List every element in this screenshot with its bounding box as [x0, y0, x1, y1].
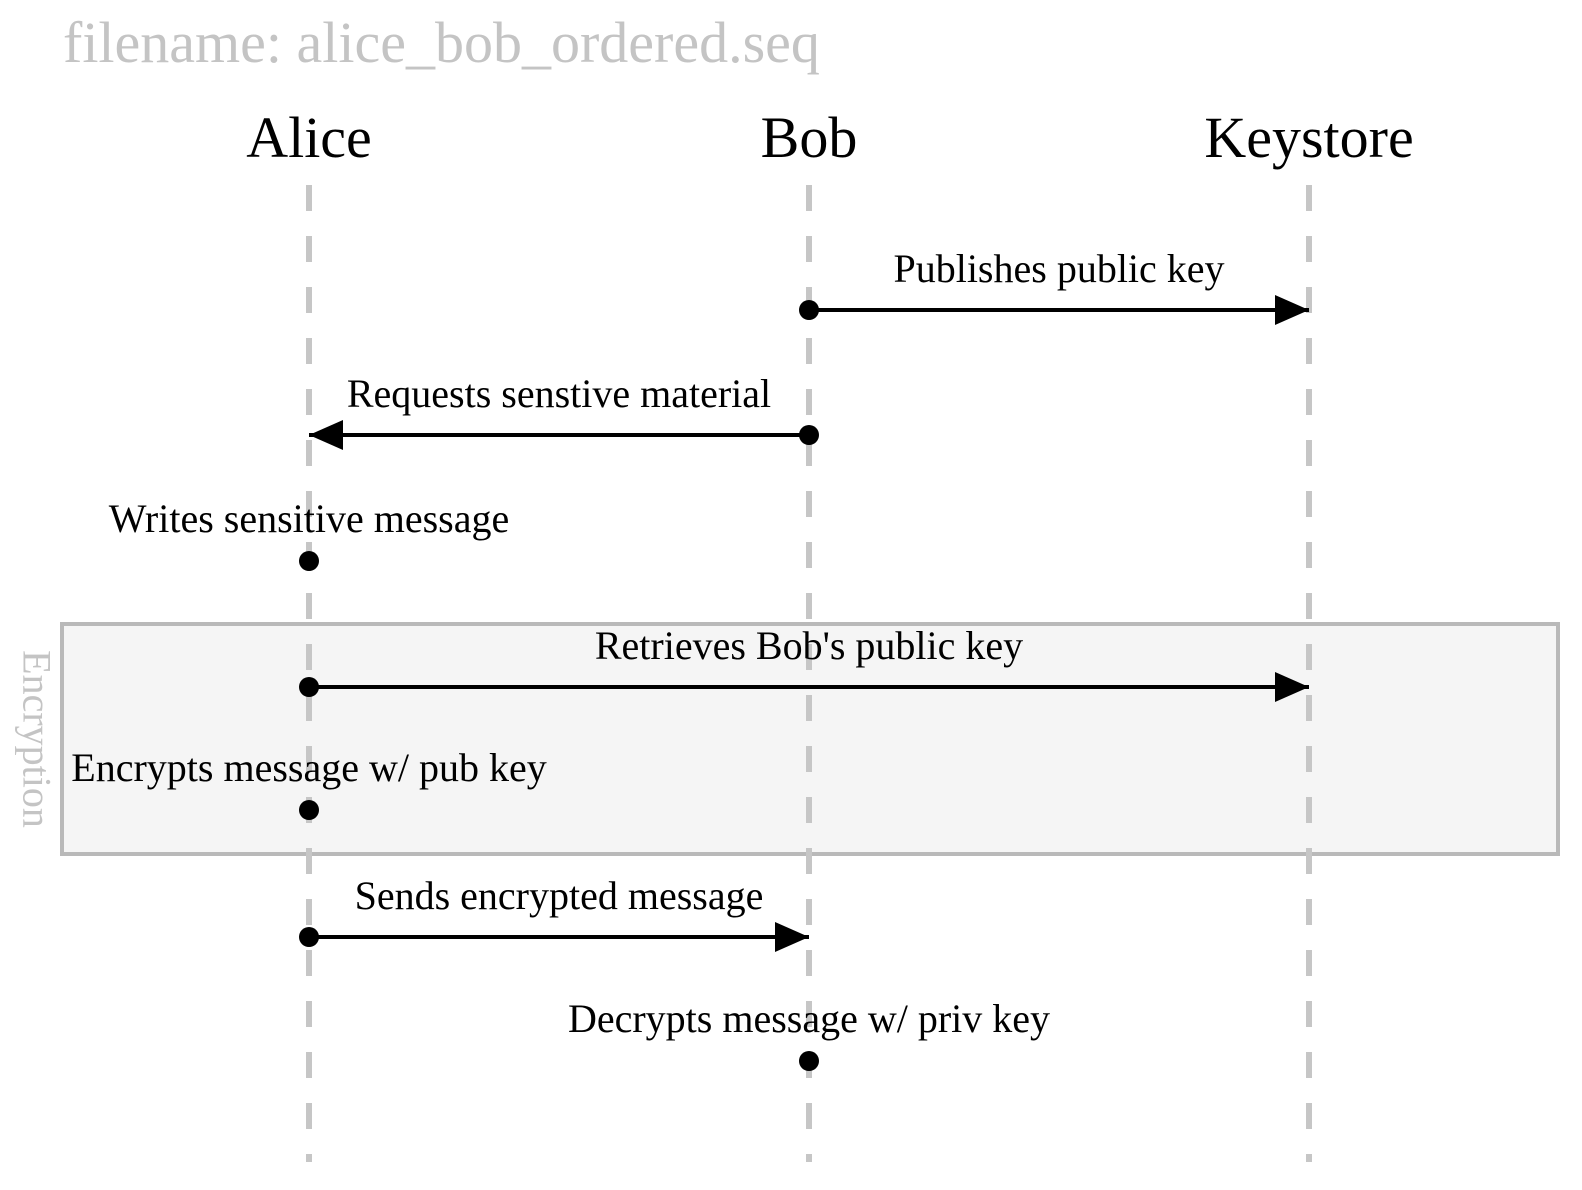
message-line-1 [809, 308, 1309, 312]
message-arrowhead-4 [775, 922, 809, 952]
message-label-4: Sends encrypted message [354, 873, 764, 918]
message-label-2: Requests senstive material [346, 371, 772, 416]
lifeline-keystore [1306, 185, 1312, 1162]
group-label-encryption: Encryption [14, 650, 60, 828]
message-arrowhead-3 [1275, 672, 1309, 702]
event-dot-1 [299, 551, 319, 571]
event-dot-2 [299, 800, 319, 820]
actor-label-bob: Bob [760, 105, 858, 170]
lifeline-bob [806, 185, 812, 1162]
message-arrowhead-2 [309, 420, 343, 450]
event-label-1: Writes sensitive message [108, 496, 510, 541]
lifeline-alice [306, 185, 312, 1162]
actor-label-keystore: Keystore [1204, 105, 1414, 170]
message-source-dot-4 [299, 927, 319, 947]
message-source-dot-2 [799, 425, 819, 445]
message-label-1: Publishes public key [893, 246, 1225, 291]
message-line-3 [309, 685, 1309, 689]
message-source-dot-1 [799, 300, 819, 320]
diagram-title: filename: alice_bob_ordered.seq [63, 10, 820, 75]
message-arrowhead-1 [1275, 295, 1309, 325]
message-source-dot-3 [299, 677, 319, 697]
message-label-3: Retrieves Bob's public key [594, 623, 1024, 668]
actor-label-alice: Alice [246, 105, 372, 170]
event-label-3: Decrypts message w/ priv key [567, 996, 1051, 1041]
message-line-4 [309, 935, 809, 939]
event-label-2: Encrypts message w/ pub key [71, 745, 547, 790]
event-dot-3 [799, 1051, 819, 1071]
message-line-2 [309, 433, 809, 437]
